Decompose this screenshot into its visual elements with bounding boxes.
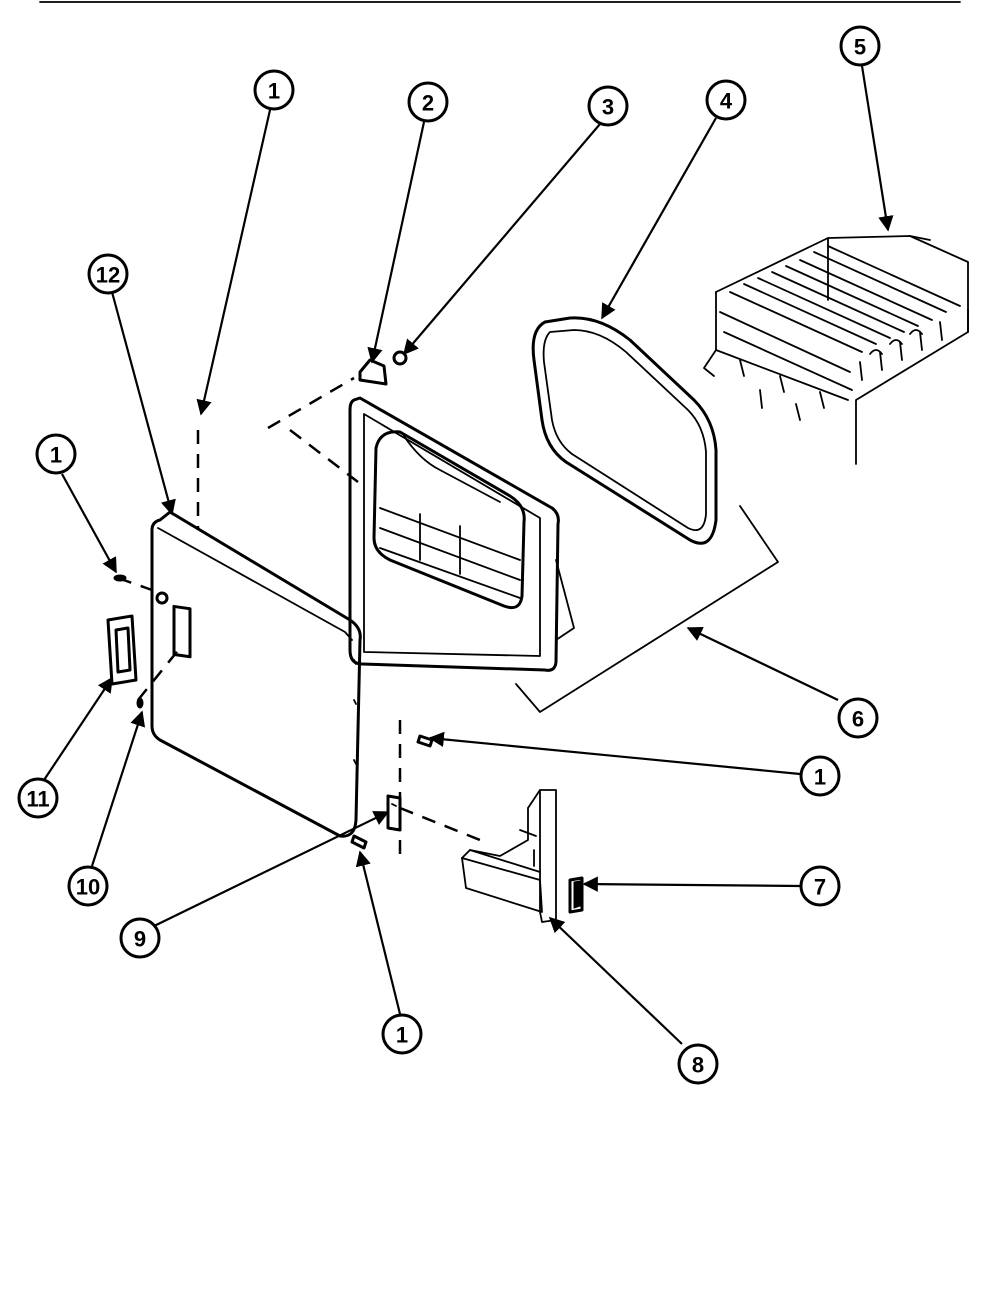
callout-1-bottom: 1: [381, 1013, 423, 1055]
callout-label: 1: [268, 79, 280, 104]
callout-2: 2: [407, 81, 449, 123]
callout-label: 10: [76, 875, 100, 900]
alignment-lines: [117, 376, 481, 860]
callout-label: 1: [814, 765, 826, 790]
callout-label: 3: [602, 95, 614, 120]
callout-label: 8: [692, 1053, 704, 1078]
washer-3: [392, 350, 408, 366]
callout-label: 12: [96, 263, 120, 288]
callout-5: 5: [839, 25, 881, 67]
callout-1-mid: 1: [799, 755, 841, 797]
screw-1-bottom: [350, 834, 368, 850]
hinge-9: [386, 794, 402, 832]
wire-rack-5: [703, 235, 969, 465]
door-handle-11: [106, 614, 138, 686]
callout-label: 1: [50, 443, 62, 468]
door-gasket-4: [531, 316, 718, 545]
callout-label: 7: [814, 875, 826, 900]
callout-8: 8: [677, 1043, 719, 1085]
callout-7: 7: [799, 865, 841, 907]
callout-label: 6: [852, 707, 864, 732]
callout-label: 5: [854, 35, 866, 60]
callout-11: 11: [17, 777, 59, 819]
callout-9: 9: [119, 917, 161, 959]
screw-1-mid: [416, 734, 434, 748]
door-hole: [155, 591, 169, 605]
callout-label: 2: [422, 91, 434, 116]
callout-1-left: 1: [35, 433, 77, 475]
callout-10: 10: [67, 865, 109, 907]
bracket-2: [358, 358, 388, 386]
door-handle-slot: [172, 604, 192, 659]
callout-6: 6: [837, 697, 879, 739]
callout-4: 4: [705, 79, 747, 121]
hinge-bracket-8: [461, 789, 557, 923]
callout-label: 1: [396, 1023, 408, 1048]
callout-1-top: 1: [253, 69, 295, 111]
leader-lines: [43, 65, 894, 1045]
callout-label: 4: [720, 89, 733, 114]
screw-parts: [113, 350, 434, 850]
callout-label: 11: [26, 787, 49, 812]
assembly-bracket-6: [515, 505, 779, 713]
clip-7: [568, 876, 584, 914]
callout-label: 9: [134, 927, 146, 952]
door-panel: [150, 510, 362, 838]
callout-12: 12: [87, 253, 129, 295]
callout-3: 3: [587, 85, 629, 127]
inner-door-panel: [348, 396, 575, 672]
